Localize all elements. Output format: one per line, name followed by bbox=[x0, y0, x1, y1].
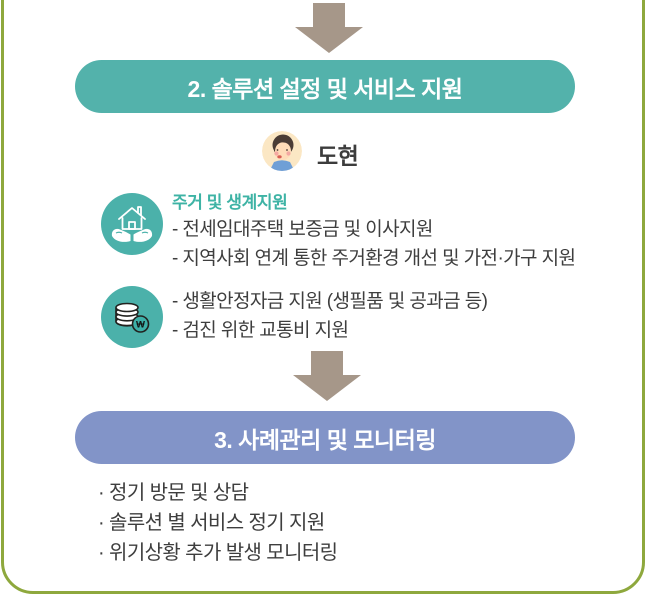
housing-group-item: - 지역사회 연계 통한 주거환경 개선 및 가전·가구 지원 bbox=[172, 248, 576, 269]
funds-icon-circle: W bbox=[101, 286, 163, 348]
person-avatar bbox=[262, 131, 302, 171]
flow-down-arrow-icon bbox=[293, 351, 361, 401]
avatar-shirt bbox=[269, 160, 295, 171]
avatar-eye-left bbox=[276, 149, 279, 151]
monitoring-list-item: · 솔루션 별 서비스 정기 지원 bbox=[98, 512, 325, 534]
housing-group-heading: 주거 및 생계지원 bbox=[172, 193, 288, 212]
monitoring-list-item: · 정기 방문 및 상담 bbox=[98, 482, 249, 504]
housing-support-group: 주거 및 생계지원 - 전세임대주택 보증금 및 이사지원 - 지역사회 연계 … bbox=[172, 190, 576, 273]
left-hand-shape bbox=[111, 228, 131, 242]
avatar-fringe bbox=[273, 138, 293, 152]
funds-support-group: - 생활안정자금 지원 (생필품 및 공과금 등) - 검진 위한 교통비 지원 bbox=[172, 287, 488, 345]
down-arrow-shape bbox=[295, 3, 363, 53]
housing-group-item: - 전세임대주택 보증금 및 이사지원 bbox=[172, 219, 433, 240]
step3-banner: 3. 사례관리 및 모니터링 bbox=[75, 411, 575, 464]
monitoring-bullet-list: · 정기 방문 및 상담 · 솔루션 별 서비스 정기 지원 · 위기상황 추가… bbox=[98, 478, 338, 568]
step3-banner-label: 3. 사례관리 및 모니터링 bbox=[214, 426, 436, 453]
coin-stack-won-icon: W bbox=[115, 302, 150, 333]
down-arrow-shape bbox=[293, 351, 361, 401]
avatar-cheek-right bbox=[286, 151, 291, 156]
funds-group-item: - 생활안정자금 지원 (생필품 및 공과금 등) bbox=[172, 291, 488, 312]
step2-banner-label: 2. 솔루션 설정 및 서비스 지원 bbox=[187, 75, 463, 102]
step2-banner: 2. 솔루션 설정 및 서비스 지원 bbox=[75, 60, 575, 113]
avatar-mouth bbox=[277, 155, 282, 159]
flow-down-arrow-icon bbox=[295, 3, 363, 53]
house-in-hands-icon bbox=[111, 206, 153, 242]
svg-text:W: W bbox=[136, 320, 145, 331]
housing-icon-circle bbox=[101, 193, 163, 255]
monitoring-list-item: · 위기상황 추가 발생 모니터링 bbox=[98, 542, 338, 564]
avatar-eye-right bbox=[286, 149, 288, 151]
avatar-cheek-left bbox=[274, 151, 279, 156]
person-name: 도현 bbox=[317, 143, 359, 169]
funds-group-item: - 검진 위한 교통비 지원 bbox=[172, 320, 349, 341]
right-hand-shape bbox=[133, 228, 153, 242]
